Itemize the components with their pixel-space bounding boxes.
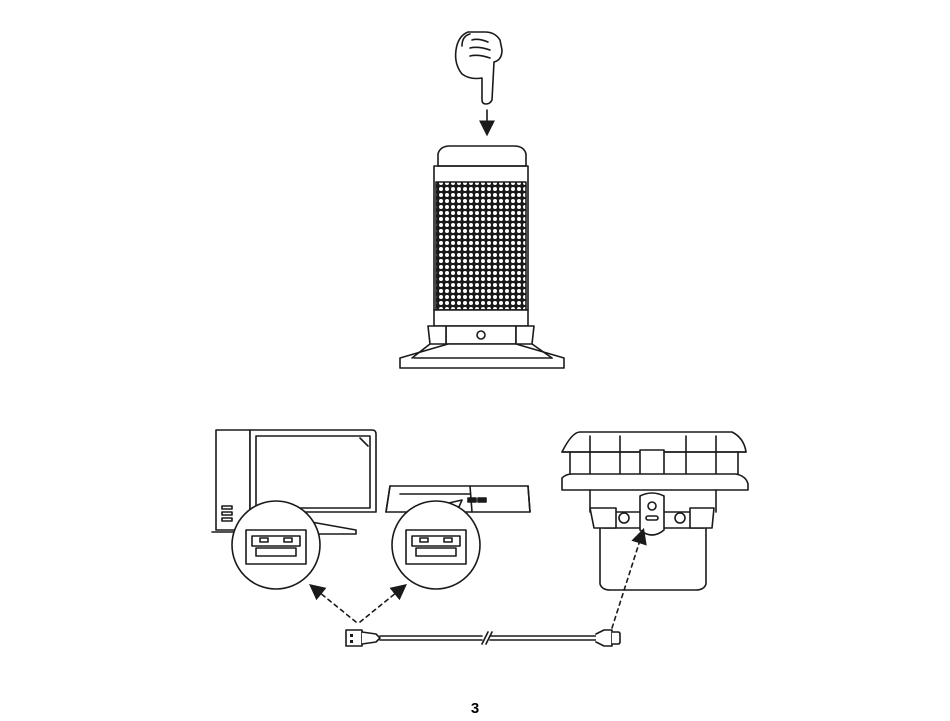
usb-c-port-icon xyxy=(640,493,664,535)
usb-c-plug-icon xyxy=(612,632,620,644)
usb-a-port-icon xyxy=(406,530,466,564)
microphone-grille xyxy=(436,182,526,310)
usb-a-port-callout-computer xyxy=(232,501,320,589)
page-number: 3 xyxy=(460,700,490,717)
microphone-front-view xyxy=(400,146,564,368)
computer-monitor xyxy=(250,430,376,512)
usb-a-port-callout-console xyxy=(392,500,480,589)
usb-a-plug-icon xyxy=(346,630,362,646)
microphone-rear-view xyxy=(562,432,748,590)
usb-a-port-icon xyxy=(246,530,306,564)
pointing-hand-icon xyxy=(456,32,502,104)
usb-cable xyxy=(346,630,620,646)
